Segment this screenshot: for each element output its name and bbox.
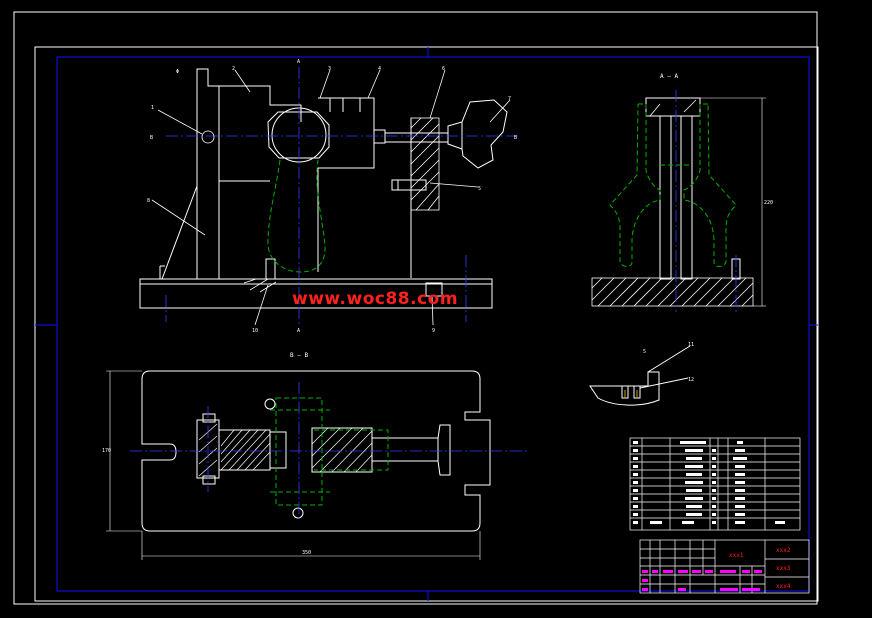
svg-text:Φ: Φ (176, 69, 179, 75)
svg-text:5: 5 (643, 349, 646, 355)
section-bb-center-lines (130, 382, 528, 522)
svg-text:350: 350 (302, 550, 311, 556)
svg-text:A: A (297, 59, 300, 65)
svg-text:9: 9 (432, 328, 435, 334)
title-cell-1: xxx1 (729, 552, 744, 559)
detail-view (589, 345, 691, 406)
section-aa-view (645, 97, 741, 280)
section-aa-hidden (609, 103, 737, 267)
front-callout-labels: Φ 1 2 8 3 4 6 7 5 10 9 B B A A (147, 59, 517, 334)
svg-text:8: 8 (147, 198, 150, 204)
svg-text:6: 6 (442, 66, 445, 72)
front-hatch-plate (243, 117, 440, 293)
section-aa-center-lines (675, 90, 737, 312)
front-view (139, 68, 508, 309)
svg-text:B: B (514, 135, 517, 141)
front-hidden-rod (267, 159, 326, 273)
svg-text:12: 12 (688, 377, 694, 383)
title-cell-4: xxx4 (776, 583, 791, 590)
svg-text:B: B (150, 135, 153, 141)
front-leaders (151, 69, 511, 326)
svg-text:3: 3 (328, 66, 331, 72)
section-bb-title: B – B (290, 352, 308, 359)
parts-list-marks (633, 441, 785, 524)
detail-hidden (624, 390, 638, 398)
section-aa-title: A – A (660, 73, 678, 80)
inner-sheet-frame (34, 46, 819, 602)
svg-text:220: 220 (764, 200, 773, 206)
svg-text:2: 2 (232, 66, 235, 72)
detail-labels: 11 12 5 (643, 342, 694, 383)
drawing-border (56, 56, 810, 592)
svg-text:10: 10 (252, 328, 258, 334)
frame-center-marks (35, 47, 818, 601)
title-cell-3: xxx3 (776, 565, 791, 572)
title-cell-2: xxx2 (776, 547, 791, 554)
section-bb-dimensions: 170 350 (102, 370, 481, 560)
svg-text:A: A (297, 328, 300, 334)
section-aa-hatch (591, 99, 754, 307)
front-center-lines (165, 67, 518, 326)
parts-list-table (629, 437, 801, 531)
svg-text:7: 7 (508, 96, 511, 102)
svg-text:4: 4 (378, 66, 381, 72)
svg-text:1: 1 (151, 105, 154, 111)
section-aa-dimension: 220 (700, 97, 773, 307)
svg-text:170: 170 (102, 448, 111, 454)
outer-sheet-frame (13, 11, 818, 605)
title-block-marks (642, 570, 762, 591)
watermark-text: www.woc88.com (292, 289, 459, 309)
section-bb-hidden (270, 397, 389, 506)
svg-text:5: 5 (478, 186, 481, 192)
svg-text:11: 11 (688, 342, 694, 348)
